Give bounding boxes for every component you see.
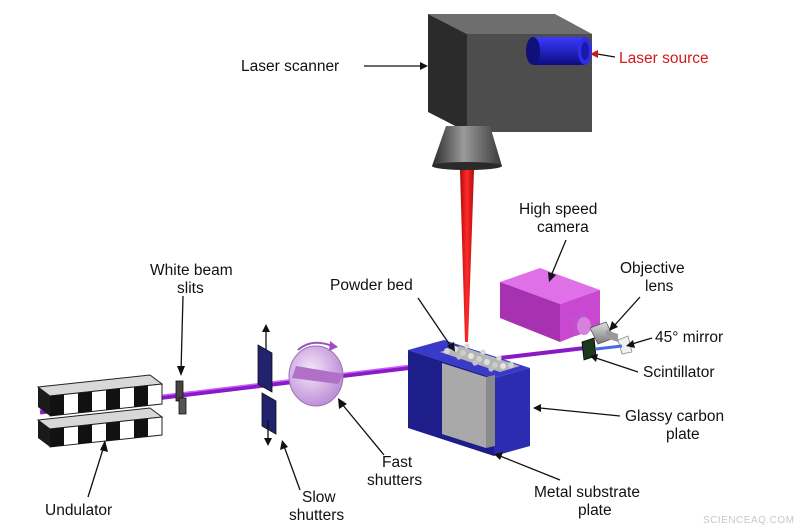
- powder-bed: [440, 343, 520, 372]
- watermark: SCIENCEAQ.COM: [703, 515, 795, 526]
- mirror-45: [617, 335, 633, 355]
- slow-shutters: [257, 324, 277, 446]
- label-glassy-carbon-line1: Glassy carbon: [625, 408, 724, 425]
- label-laser-scanner: Laser scanner: [241, 58, 339, 75]
- laser-beam: [460, 170, 474, 342]
- label-white-beam-slits-line1: White beam: [150, 262, 233, 279]
- double-arrow-icon: [262, 324, 272, 446]
- label-laser-source: Laser source: [619, 50, 709, 67]
- label-slow-shutters-line2: shutters: [289, 507, 344, 524]
- label-metal-substrate-line2: plate: [578, 502, 612, 519]
- label-undulator: Undulator: [45, 502, 112, 519]
- label-powder-bed: Powder bed: [330, 277, 413, 294]
- leader-lines: [87, 50, 653, 498]
- label-objective-lens-line1: Objective: [620, 260, 685, 277]
- white-beam-slits: [175, 380, 187, 415]
- label-mirror: 45° mirror: [655, 329, 723, 346]
- label-high-speed-camera-line2: camera: [537, 219, 589, 236]
- label-objective-lens-line2: lens: [645, 278, 674, 295]
- labels: Laser scanner Laser source High speed ca…: [45, 50, 795, 526]
- undulator: [36, 374, 164, 448]
- fast-shutters: [288, 341, 344, 407]
- high-speed-camera: [500, 268, 600, 342]
- label-metal-substrate-line1: Metal substrate: [534, 484, 640, 501]
- label-fast-shutters-line1: Fast: [382, 454, 413, 471]
- objective-lens: [589, 321, 618, 345]
- label-glassy-carbon-line2: plate: [666, 426, 700, 443]
- label-scintillator: Scintillator: [643, 364, 715, 381]
- label-slow-shutters-line1: Slow: [302, 489, 336, 506]
- label-white-beam-slits-line2: slits: [177, 280, 204, 297]
- label-fast-shutters-line2: shutters: [367, 472, 422, 489]
- visible-light-path: [595, 344, 623, 351]
- laser-source: [526, 37, 592, 65]
- substrate-assembly: [408, 340, 530, 456]
- label-high-speed-camera-line1: High speed: [519, 201, 597, 218]
- rotation-arrow-icon: [297, 341, 333, 351]
